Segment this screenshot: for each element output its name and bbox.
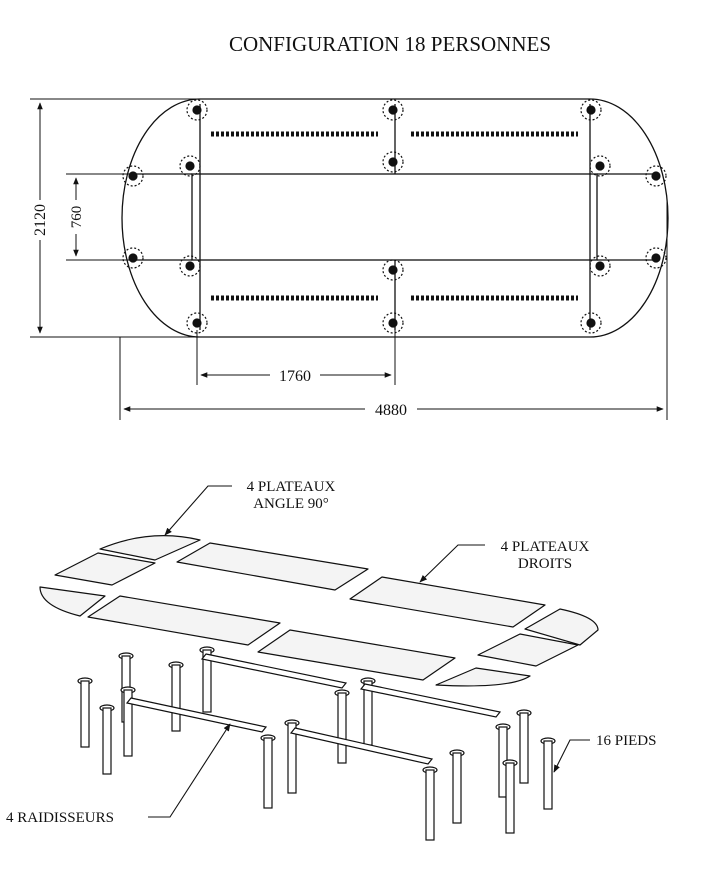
- leg: [502, 759, 518, 834]
- stiffener: [359, 683, 502, 718]
- leader-stiffeners: [148, 723, 231, 818]
- leg-symbol: [382, 312, 404, 334]
- exploded-panels: [39, 535, 599, 687]
- leg: [77, 677, 93, 748]
- leg-symbol: [179, 155, 201, 177]
- leader-lines: [148, 485, 590, 818]
- leg: [422, 766, 438, 841]
- straight-panel: [257, 629, 456, 681]
- leader-corner: [164, 485, 232, 536]
- leg-symbol: [382, 259, 404, 281]
- label-stiffeners: 4 RAIDISSEURS: [6, 810, 114, 826]
- leg: [540, 737, 556, 810]
- dim-segment-label: 1760: [279, 368, 311, 385]
- inner-opening: [191, 173, 598, 261]
- leg: [449, 749, 465, 824]
- leg: [168, 661, 184, 732]
- page-title: CONFIGURATION 18 PERSONNES: [229, 32, 551, 56]
- leg: [284, 719, 300, 794]
- leg: [120, 686, 136, 757]
- dim-height-label: 2120: [32, 204, 49, 236]
- stiffener: [200, 653, 348, 689]
- leg: [99, 704, 115, 775]
- leg-symbol: [589, 255, 611, 277]
- leg-symbol: [580, 99, 602, 121]
- label-corner-1: 4 PLATEAUX: [247, 479, 336, 495]
- corner-panel: [435, 667, 531, 687]
- leg: [199, 646, 215, 713]
- plan-stiffeners: [211, 131, 578, 301]
- leg-symbol: [645, 247, 667, 269]
- straight-panel: [176, 542, 369, 591]
- dim-inner-label: 760: [69, 206, 85, 229]
- stiffener: [289, 727, 434, 765]
- leg: [516, 709, 532, 784]
- label-legs: 16 PIEDS: [596, 733, 656, 749]
- leg-symbol: [186, 99, 208, 121]
- stiffener: [125, 697, 268, 733]
- label-corner-2: ANGLE 90°: [253, 496, 329, 512]
- leg: [334, 689, 350, 764]
- label-straight-2: DROITS: [518, 556, 572, 572]
- leg-symbol: [179, 255, 201, 277]
- exploded-legs: [77, 646, 556, 841]
- corner-panel: [39, 586, 106, 617]
- table-outline: [121, 98, 669, 338]
- leg-symbol: [382, 99, 404, 121]
- leg-symbol: [589, 155, 611, 177]
- end-panel: [477, 633, 579, 667]
- plan-legs: [122, 99, 667, 334]
- corner-panel: [524, 608, 599, 646]
- exploded-stiffeners: [125, 653, 502, 765]
- dim-total-label: 4880: [375, 402, 407, 419]
- straight-panel: [87, 595, 281, 646]
- label-straight-1: 4 PLATEAUX: [501, 539, 590, 555]
- corner-panel: [99, 535, 201, 561]
- plan-view: [121, 98, 669, 338]
- leg-symbol: [580, 312, 602, 334]
- leg-symbol: [382, 151, 404, 173]
- leg-symbol: [645, 165, 667, 187]
- end-panel: [54, 552, 156, 586]
- leg-symbol: [186, 312, 208, 334]
- leader-legs: [553, 739, 590, 773]
- straight-panel: [349, 576, 546, 628]
- leg: [260, 734, 276, 809]
- leader-straight: [419, 544, 485, 583]
